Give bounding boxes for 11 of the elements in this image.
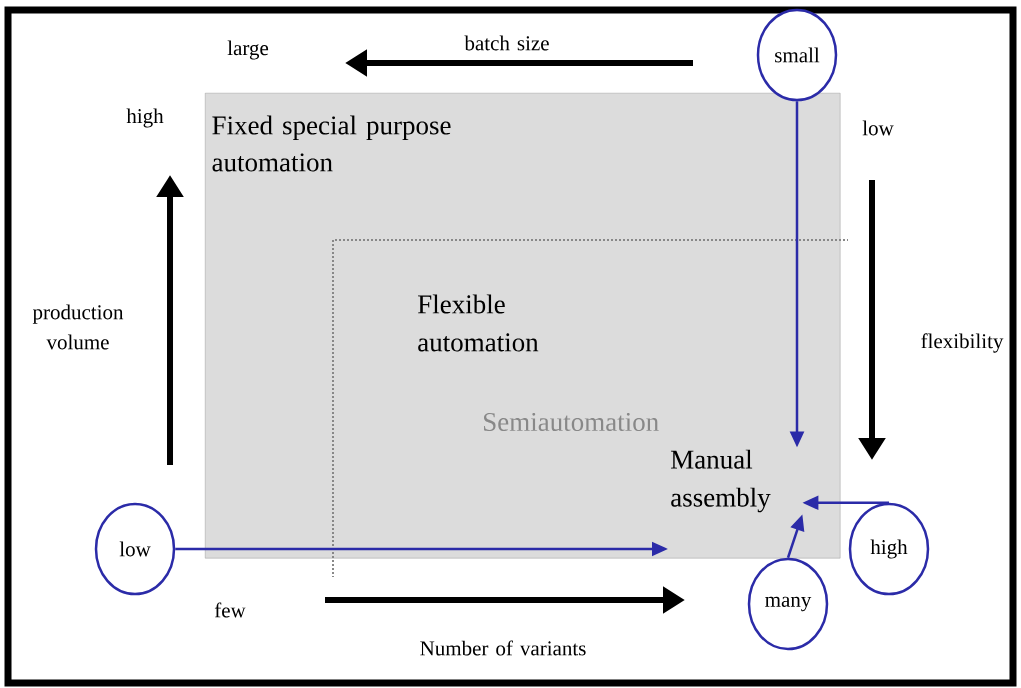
axis-label: batch size	[464, 35, 549, 51]
region-label: Manual assembly	[671, 449, 771, 513]
region-label: Flexible automation	[418, 294, 539, 352]
region-label: Semiautomation	[484, 412, 659, 432]
axis-label: few	[214, 602, 246, 618]
axis-label: flexibility	[921, 333, 1004, 353]
axis-label: Number of variants	[420, 640, 586, 656]
axis-label: production volume	[32, 304, 124, 350]
axis-label: low	[862, 120, 894, 136]
axis-label: high	[126, 108, 164, 128]
axis-label: large	[227, 40, 269, 60]
